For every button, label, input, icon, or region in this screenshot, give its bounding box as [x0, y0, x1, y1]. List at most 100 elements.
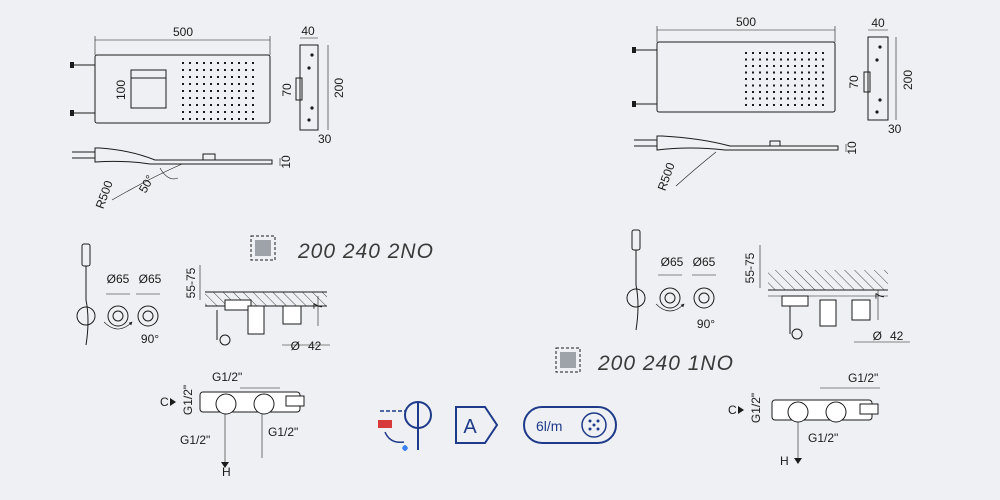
thermostat-icon [378, 401, 432, 451]
nozzle-dot [787, 84, 789, 87]
nozzle-dot [787, 104, 789, 106]
nozzle-dot [217, 118, 219, 120]
nozzle-dot [196, 69, 198, 71]
nozzle-dot [745, 97, 747, 100]
nozzle-dot [794, 52, 796, 54]
nozzle-dot [759, 78, 761, 80]
nozzle-dot [210, 118, 212, 120]
shower-head-icon [581, 412, 607, 438]
nozzle-dot [189, 97, 191, 99]
set-a-code-block: 200 240 2NO [250, 235, 433, 263]
nozzle-dot [801, 78, 803, 80]
nozzle-dot [745, 65, 747, 67]
nozzle-dot [815, 84, 817, 87]
nozzle-dot [766, 71, 768, 74]
nozzle-dot [780, 91, 782, 93]
nozzle-dot [780, 71, 782, 74]
nozzle-dot [801, 84, 803, 87]
nozzle-dot [794, 78, 796, 80]
nozzle-dot [238, 111, 240, 113]
nozzle-dot [759, 58, 761, 61]
set-a-g-bottom-left-label: G1/2" [180, 433, 210, 447]
nozzle-dot [245, 118, 247, 120]
set-b-dia-body-label: 42 [890, 329, 904, 343]
nozzle-dot [766, 65, 768, 67]
nozzle-dot [759, 91, 761, 93]
nozzle-dot [752, 78, 754, 80]
nozzle-dot [808, 78, 810, 80]
set-b-wall-section: 55-75 7 Ø 42 [743, 245, 910, 343]
nozzle-dot [759, 104, 761, 106]
nozzle-dot [245, 62, 247, 64]
nozzle-dot [245, 83, 247, 85]
nozzle-dot [808, 97, 810, 100]
nozzle-dot [224, 62, 226, 64]
nozzle-dot [238, 76, 240, 78]
nozzle-dot [801, 52, 803, 54]
nozzle-dot [182, 111, 184, 113]
nozzle-dot [745, 58, 747, 61]
nozzle-dot [787, 65, 789, 67]
nozzle-dot [203, 90, 205, 92]
nozzle-dot [780, 65, 782, 67]
nozzle-dot [759, 52, 761, 54]
nozzle-dot [815, 97, 817, 100]
nozzle-dot [745, 91, 747, 93]
nozzle-dot [203, 69, 205, 71]
set-b-dia-right-label: Ø65 [693, 255, 716, 269]
nozzle-dot [787, 97, 789, 100]
nozzle-dot [224, 97, 226, 99]
nozzle-dot [787, 78, 789, 80]
nozzle-dot [822, 97, 824, 100]
energy-class-badge: A [455, 406, 499, 444]
nozzle-dot [189, 69, 191, 71]
nozzle-dot [203, 111, 205, 113]
nozzle-dot [752, 104, 754, 106]
nozzle-dot [773, 71, 775, 74]
nozzle-dot [182, 76, 184, 78]
nozzle-dot [210, 104, 212, 106]
nozzle-dot [189, 111, 191, 113]
nozzle-dot [822, 71, 824, 74]
nozzle-dot [766, 52, 768, 54]
nozzle-dot [801, 104, 803, 106]
nozzle-dot [801, 97, 803, 100]
nozzle-dot [752, 91, 754, 93]
set-b-drawing: 500 40 200 70 30 [555, 15, 915, 468]
set-b-head-profile-view: 10 R500 [634, 135, 859, 193]
nozzle-dot [780, 58, 782, 61]
nozzle-dot [252, 118, 254, 120]
nozzle-dot [252, 104, 254, 106]
nozzle-dot [210, 111, 212, 113]
nozzle-dot [189, 104, 191, 106]
set-b-c-label: C [728, 403, 737, 417]
nozzle-dot [766, 97, 768, 100]
nozzle-dot [773, 78, 775, 80]
set-a-head-top-view: 500 100 [70, 25, 271, 124]
nozzle-dot [787, 71, 789, 74]
flow-rate-badge: 6l/m [523, 406, 617, 444]
nozzle-dot [231, 118, 233, 120]
nozzle-dot [224, 76, 226, 78]
set-b-side-mid-label: 70 [847, 75, 861, 89]
set-a-side-height-label: 200 [332, 78, 346, 98]
set-a-mixer-front-view: Ø65 Ø65 90° [76, 243, 162, 346]
nozzle-dot [780, 97, 782, 100]
nozzle-dot [189, 83, 191, 85]
nozzle-dot [203, 62, 205, 64]
set-b-g-bottom-label: G1/2" [808, 431, 838, 445]
set-b-dia-body-symbol: Ø [873, 329, 882, 343]
nozzle-dot [189, 118, 191, 120]
nozzle-dot [245, 111, 247, 113]
nozzle-dot [815, 78, 817, 80]
nozzle-dot [815, 58, 817, 61]
nozzle-dot [752, 84, 754, 87]
nozzle-dot [224, 104, 226, 106]
nozzle-dot [238, 118, 240, 120]
set-b-side-bottom-label: 30 [888, 122, 902, 136]
set-a-rotation-label: 90° [141, 332, 159, 346]
set-a-dia-right-label: Ø65 [139, 272, 162, 286]
nozzle-dot [224, 111, 226, 113]
nozzle-dot [217, 76, 219, 78]
nozzle-dot [231, 90, 233, 92]
